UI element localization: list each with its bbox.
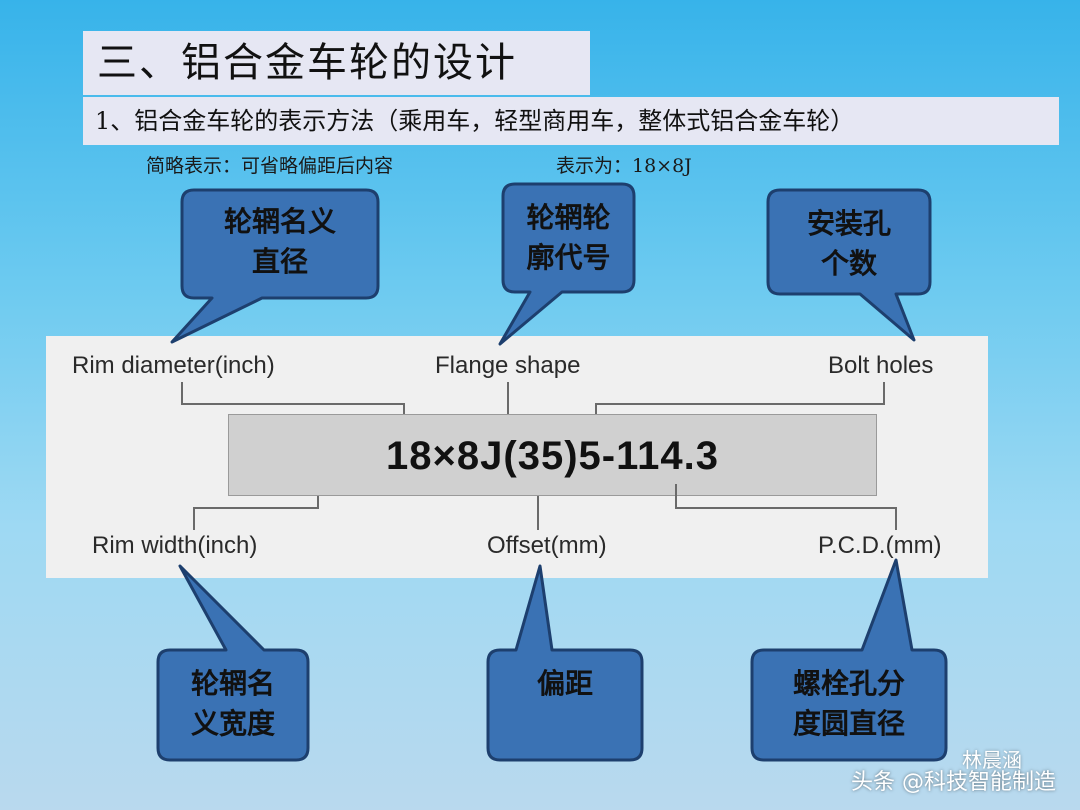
callout-rim-diameter-line1: 轮辋名义 xyxy=(223,205,336,238)
label-flange-shape: Flange shape xyxy=(435,352,581,379)
connector-lines xyxy=(181,382,897,530)
callout-pcd-line1: 螺栓孔分 xyxy=(792,667,905,700)
connector-rim-diameter xyxy=(181,382,405,414)
callout-rim-diameter-shape xyxy=(170,188,380,344)
label-pcd: P.C.D.(mm) xyxy=(818,532,942,559)
callout-bolt-holes-line2: 个数 xyxy=(820,247,877,280)
callout-rim-diameter: 轮辋名义 直径 xyxy=(182,202,378,282)
label-offset: Offset(mm) xyxy=(487,532,607,559)
callout-bolt-holes-line1: 安装孔 xyxy=(806,207,891,240)
callout-offset-shape xyxy=(486,564,644,762)
note-example: 表示为：18×8J xyxy=(556,155,692,177)
callout-rim-width-shape xyxy=(156,564,310,762)
callout-rim-width: 轮辋名 义宽度 xyxy=(158,664,308,744)
watermark-source: 头条 @科技智能制造 xyxy=(851,770,1056,795)
callout-rim-width-line2: 义宽度 xyxy=(190,707,275,740)
label-rim-width: Rim width(inch) xyxy=(92,532,258,559)
callout-flange: 轮辋轮 廓代号 xyxy=(503,198,634,278)
callout-pcd: 螺栓孔分 度圆直径 xyxy=(752,664,946,744)
callout-offset-line1: 偏距 xyxy=(536,667,593,700)
callout-pcd-shape xyxy=(750,558,948,762)
callout-bolt-holes-shape xyxy=(766,188,932,342)
callout-flange-shape xyxy=(498,182,636,346)
callout-flange-line1: 轮辋轮 xyxy=(526,201,611,234)
callout-bolt-holes: 安装孔 个数 xyxy=(768,204,930,284)
watermark-account: 林晨涵 xyxy=(962,748,1022,772)
label-bolt-holes: Bolt holes xyxy=(828,352,934,379)
connector-pcd xyxy=(675,484,897,530)
connector-bolt-holes xyxy=(595,382,885,414)
callout-rim-diameter-line2: 直径 xyxy=(251,245,308,278)
wheel-code: 18×8J(35)5-114.3 xyxy=(228,414,877,496)
slide-title: 三、铝合金车轮的设计 xyxy=(83,31,590,95)
callout-offset: 偏距 xyxy=(488,664,642,704)
connector-rim-width xyxy=(193,496,319,530)
callout-pcd-line2: 度圆直径 xyxy=(792,707,905,740)
callout-rim-width-line1: 轮辋名 xyxy=(190,667,275,700)
note-abbreviation: 简略表示：可省略偏距后内容 xyxy=(146,155,394,177)
label-rim-diameter: Rim diameter(inch) xyxy=(72,352,275,379)
slide-subtitle: 1、铝合金车轮的表示方法（乘用车，轻型商用车，整体式铝合金车轮） xyxy=(83,97,1059,145)
callout-flange-line2: 廓代号 xyxy=(526,241,611,274)
